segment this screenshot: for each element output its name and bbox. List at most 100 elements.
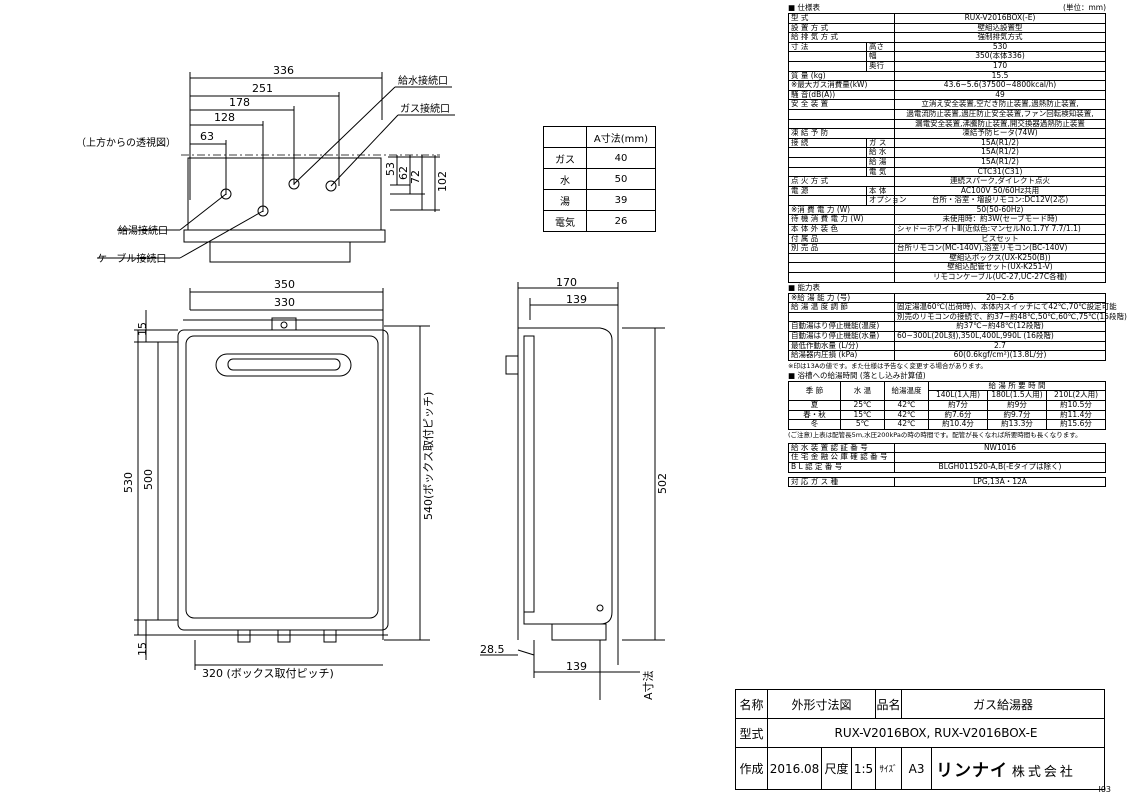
spec-value: 立消え安全装置,空だき防止装置,過熱防止装置, [894,99,1106,110]
bath-cell: 約10.4分 [928,419,988,430]
dim-336: 336 [273,64,294,77]
gas-inlet-label: ガス接続口 [400,102,450,115]
spec-key [788,156,867,168]
ability-value: 60(0.6kgf/cm²)(13.8L/分) [894,350,1106,361]
hot-outlet-label: 給湯接続口 [118,224,168,237]
water-inlet-label: 給水接続口 [398,74,448,87]
a-row-value: 50 [586,168,656,190]
cert-value: BLGH011520-A,B(-Eタイプは除く) [894,461,1106,473]
bath-head-temp: 給湯温度 [884,380,929,401]
dim-15-top: 15 [136,322,149,336]
spec-value: 過電流防止装置,過圧防止安全装置,ファン回転検知装置, [894,108,1106,120]
a-row-value: 40 [586,147,656,169]
bath-cell: 約9分 [987,399,1047,411]
bath-cell: 冬 [788,419,841,430]
spec-key: ※最大ガス消費量(kW) [787,80,896,91]
top-view-title: （上方からの透視図） [76,136,176,149]
spec-value: 15A(R1/2) [894,147,1106,158]
bath-cell: 夏 [788,399,841,411]
dim-530: 530 [122,472,135,493]
made-date: 2016.08 [767,747,822,790]
cert-key: B L 認 定 番 号 [788,461,895,473]
cert-value: NW1016 [894,442,1106,454]
cable-inlet-label: ケーブル接続口 [97,252,166,265]
item-name: ガス給湯器 [901,688,1105,720]
spec-value: 15A(R1/2) [894,156,1106,168]
ability-title: ■ 能力表 [788,282,820,292]
dim-178: 178 [229,96,250,109]
scale-value: 1:5 [850,747,877,790]
spec-subkey: 給 湯 [865,156,896,168]
maker-cell: リンナイ 株式会社 [931,747,1105,790]
spec-key: 電 源 [788,185,867,197]
dim-170: 170 [556,276,577,289]
spec-key: 本 体 外 装 色 [787,224,896,235]
a-table-header: A寸法(mm) [586,126,656,148]
spec-key: 安 全 装 置 [787,99,896,110]
side-view [480,282,665,700]
gas-value: LPG,13A・12A [894,476,1106,488]
ability-key: 自動湯はり停止機能(水量) [788,331,895,342]
dim-63: 63 [200,130,214,143]
spec-value: シャドーホワイトⅢ(近似色:マンセルNo.1.7Y 7.7/1.1) [894,224,1106,235]
spec-value: 強制排気方式 [894,32,1106,43]
gas-key: 対 応 ガ ス 種 [788,476,895,488]
spec-value: リモコンケーブル(UC-27,UC-27C各種) [894,272,1106,283]
spec-subkey: オプション [865,195,907,206]
spec-key: 寸 法 [788,41,867,53]
cert-value [894,452,1106,463]
bath-cell: 42℃ [884,419,929,430]
a-row-key: ガス [543,147,587,169]
ability-value: 60~300L(20L刻),350L,400L,990L (16段階) [894,331,1106,342]
dim-330: 330 [274,296,295,309]
dim-139-top: 139 [566,293,587,306]
spec-value: 凍結予防ヒータ(74W) [894,128,1106,139]
ability-key: 給湯器内圧損 (kPa) [788,350,895,361]
bath-head-water: 水 温 [840,380,885,401]
dim-350: 350 [274,278,295,291]
bath-cell: 約15.6分 [1046,419,1106,430]
a-row-key: 電気 [543,210,587,232]
dim-102: 102 [436,171,449,192]
spec-key [787,272,896,283]
spec-value: RUX-V2016BOX(-E) [894,13,1106,24]
spec-key [787,108,896,120]
made-label: 作成 [735,747,768,790]
spec-key: 凍 結 予 防 [787,128,896,139]
spec-key [788,147,867,158]
a-row-key: 湯 [543,189,587,211]
size-label: ｻｲｽﾞ [875,747,903,790]
spec-key [787,262,896,274]
dim-251: 251 [252,82,273,95]
dim-53: 53 [384,162,397,176]
cert-key: 住 宅 金 融 公 庫 確 認 番 号 [788,452,895,463]
bath-cell: 約7分 [928,399,988,411]
dim-502: 502 [656,473,669,494]
spec-value: 43.6~5.6(37500~4800kcal/h) [894,80,1106,91]
dim-28-5: 28.5 [480,643,505,656]
bath-title: ■ 浴槽への給湯時間 (落とし込み計算値) [788,370,926,380]
dim-139-bottom: 139 [566,660,587,673]
model-name: RUX-V2016BOX, RUX-V2016BOX-E [767,718,1105,749]
dim-500: 500 [142,469,155,490]
spec-key [788,51,867,62]
item-label: 品名 [875,688,903,720]
brand-logo: リンナイ [936,761,1009,782]
a-row-value: 26 [586,210,656,232]
bath-table: 季 節 水 温 給湯温度 給 湯 所 要 時 間 140L(1人用) 180L(… [788,380,1106,430]
spec-unit: (単位：mm) [1063,3,1106,12]
bath-cell: 42℃ [884,399,929,411]
bath-cell: 約10.5分 [1046,399,1106,411]
dim-a: A寸法 [641,670,655,700]
spec-key: 型 式 [787,13,896,24]
bath-note: (ご注意)上表は配管長5m,水圧200kPaの時の時間です。配管が長くなれば所要… [788,430,1082,439]
spec-value: 170 [894,60,1106,72]
spec-title: ■ 仕様表 [788,3,820,12]
drawing-code: I03 [1098,785,1111,794]
top-view [97,72,455,263]
spec-key: 点 火 方 式 [787,176,896,187]
